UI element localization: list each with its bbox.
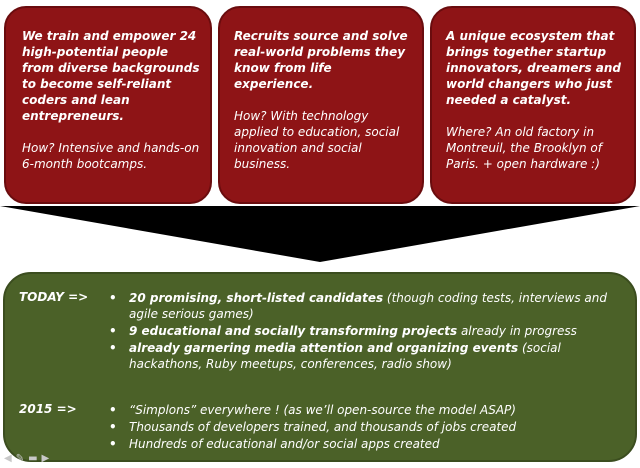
menu-icon[interactable]: ▬: [28, 453, 42, 464]
today-list: • 20 promising, short-listed candidates …: [109, 290, 609, 373]
card-training: We train and empower 24 high-potential p…: [4, 6, 212, 204]
item-rest: (social hackathons, Ruby meetups, confer…: [129, 341, 561, 371]
slide-nav-controls[interactable]: ◀✎▬▶: [4, 453, 53, 464]
bullet-icon: •: [109, 291, 117, 305]
today-label: TODAY =>: [19, 290, 89, 304]
list-item: • already garnering media attention and …: [109, 340, 609, 372]
card-ecosystem: A unique ecosystem that brings together …: [430, 6, 636, 204]
year-2015-list: • “Simplons” everywhere ! (as we’ll open…: [109, 402, 609, 453]
year-2015-label: 2015 =>: [19, 402, 77, 416]
bullet-icon: •: [109, 437, 117, 451]
item-text: Hundreds of educational and/or social ap…: [129, 437, 440, 451]
list-item: • Thousands of developers trained, and t…: [109, 419, 609, 435]
list-item: • 20 promising, short-listed candidates …: [109, 290, 609, 322]
list-item: • Hundreds of educational and/or social …: [109, 436, 609, 452]
item-bold: 9 educational and socially transforming …: [129, 324, 458, 338]
bullet-icon: •: [109, 341, 117, 355]
prev-slide-icon[interactable]: ◀: [4, 453, 16, 464]
down-arrow-icon: [0, 206, 640, 262]
bullet-icon: •: [109, 403, 117, 417]
card-recruits: Recruits source and solve real-world pro…: [218, 6, 424, 204]
item-text: Thousands of developers trained, and tho…: [129, 420, 517, 434]
list-item: • 9 educational and socially transformin…: [109, 323, 609, 339]
item-bold: 20 promising, short-listed candidates: [129, 291, 384, 305]
card-how: How? Intensive and hands-on 6-month boot…: [22, 141, 200, 171]
arrow-shape: [0, 206, 640, 262]
card-how: Where? An old factory in Montreuil, the …: [446, 125, 602, 171]
outcomes-panel: TODAY => • 20 promising, short-listed ca…: [3, 272, 637, 462]
item-rest: already in progress: [457, 324, 577, 338]
item-rest: (though coding tests, interviews and agi…: [129, 291, 607, 321]
item-bold: already garnering media attention and or…: [129, 341, 519, 355]
card-lead: A unique ecosystem that brings together …: [446, 29, 621, 107]
bullet-icon: •: [109, 420, 117, 434]
card-how: How? With technology applied to educatio…: [234, 109, 400, 171]
card-lead: We train and empower 24 high-potential p…: [22, 29, 200, 123]
card-lead: Recruits source and solve real-world pro…: [234, 29, 408, 91]
item-text: “Simplons” everywhere ! (as we’ll open-s…: [129, 403, 516, 417]
next-slide-icon[interactable]: ▶: [41, 453, 54, 464]
list-item: • “Simplons” everywhere ! (as we’ll open…: [109, 402, 609, 418]
bullet-icon: •: [109, 324, 117, 338]
pen-icon[interactable]: ✎: [15, 453, 29, 464]
